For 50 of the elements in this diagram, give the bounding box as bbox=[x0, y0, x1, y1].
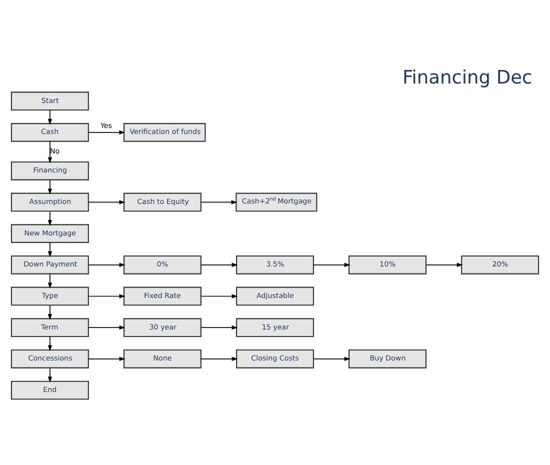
node-box: Down Payment bbox=[10, 255, 89, 274]
arrow bbox=[48, 242, 52, 258]
node-box: Concessions bbox=[10, 349, 89, 368]
node-box: Assumption bbox=[10, 192, 89, 212]
node-box: Cash bbox=[10, 123, 89, 142]
arrow bbox=[88, 294, 126, 298]
arrow bbox=[88, 262, 126, 267]
node-box: Type bbox=[10, 286, 89, 306]
node-box: 10% bbox=[348, 255, 427, 274]
edge-label: Yes bbox=[100, 121, 112, 130]
arrow bbox=[88, 325, 126, 330]
node-box: Adjustable bbox=[236, 286, 314, 306]
node-box: 15 year bbox=[236, 318, 314, 338]
node-box: 20% bbox=[461, 255, 540, 274]
node-box: New Mortgage bbox=[10, 224, 89, 243]
arrow bbox=[200, 356, 238, 362]
arrow bbox=[48, 180, 52, 195]
arrow bbox=[88, 356, 126, 362]
node-box: Term bbox=[10, 318, 89, 338]
arrow bbox=[200, 294, 238, 298]
node-box: End bbox=[10, 380, 89, 400]
node-box: Fixed Rate bbox=[123, 286, 202, 306]
arrow bbox=[48, 336, 52, 352]
node-box: 3.5% bbox=[236, 255, 314, 274]
node-box: 0% bbox=[123, 255, 202, 274]
arrow bbox=[48, 274, 52, 289]
arrow bbox=[200, 200, 238, 204]
arrow bbox=[200, 325, 238, 330]
node-box: Closing Costs bbox=[236, 349, 314, 368]
diagram-title: Financing Dec bbox=[402, 68, 532, 89]
arrow bbox=[48, 305, 52, 320]
node-box: Buy Down bbox=[348, 349, 427, 368]
arrow bbox=[313, 262, 350, 267]
node-box: Start bbox=[10, 92, 89, 111]
arrow bbox=[313, 356, 350, 362]
arrow bbox=[426, 262, 463, 267]
arrow bbox=[88, 130, 126, 135]
node-box: None bbox=[123, 349, 202, 368]
edge-label: No bbox=[50, 146, 60, 156]
node-box: Financing bbox=[10, 161, 89, 180]
arrow bbox=[48, 211, 52, 226]
node-box: Cash to Equity bbox=[123, 192, 202, 212]
node-box: Verification of funds bbox=[123, 123, 206, 142]
arrow bbox=[88, 200, 126, 204]
node-box: Cash+2$^{nd}$ Mortgage bbox=[236, 192, 318, 212]
arrow bbox=[48, 140, 52, 164]
arrow bbox=[200, 262, 238, 267]
arrow bbox=[48, 110, 52, 125]
node-box: 30 year bbox=[123, 318, 202, 338]
arrow bbox=[48, 368, 52, 383]
